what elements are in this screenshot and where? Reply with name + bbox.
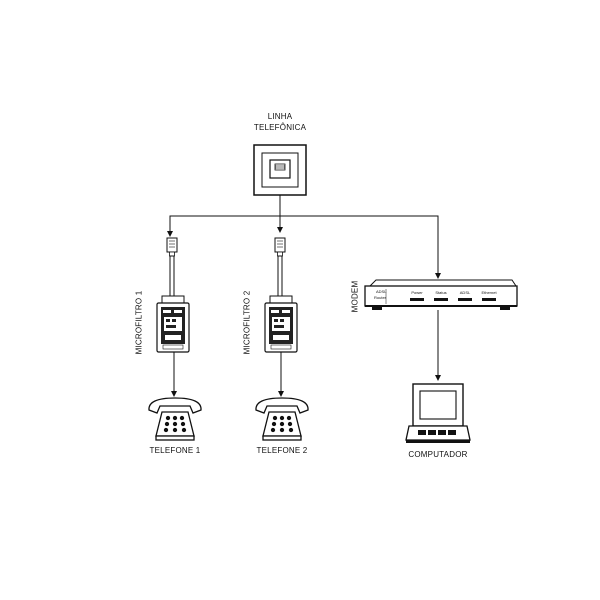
computer-icon (405, 383, 471, 443)
microfilter-1-label: MICROFILTRO 1 (134, 290, 144, 355)
wall-jack-icon (253, 144, 307, 196)
telephone-2-icon (255, 397, 309, 441)
modem-brand-line2: Router (374, 295, 387, 300)
microfilter-2-icon (264, 237, 298, 353)
line-label-1: LINHA (267, 112, 293, 121)
telephone-2-label: TELEFONE 2 (256, 446, 308, 455)
modem-indicator-power: Power (411, 290, 423, 295)
telephone-1-label: TELEFONE 1 (149, 446, 201, 455)
microfilter-1-icon (156, 237, 190, 353)
line-label-2: TELEFÔNICA (253, 123, 307, 132)
modem-brand-line1: ADSL (376, 289, 387, 294)
telephone-1-icon (148, 397, 202, 441)
microfilter-2-label: MICROFILTRO 2 (242, 290, 252, 355)
modem-indicator-adsl: ADSL (459, 290, 471, 295)
modem-indicator-status: Status (435, 290, 447, 295)
modem-icon (364, 279, 518, 310)
modem-indicator-ethernet: Ethernet (481, 290, 497, 295)
computer-label: COMPUTADOR (408, 450, 468, 459)
connection-lines (167, 195, 441, 397)
modem-label: MODEM (350, 280, 360, 313)
